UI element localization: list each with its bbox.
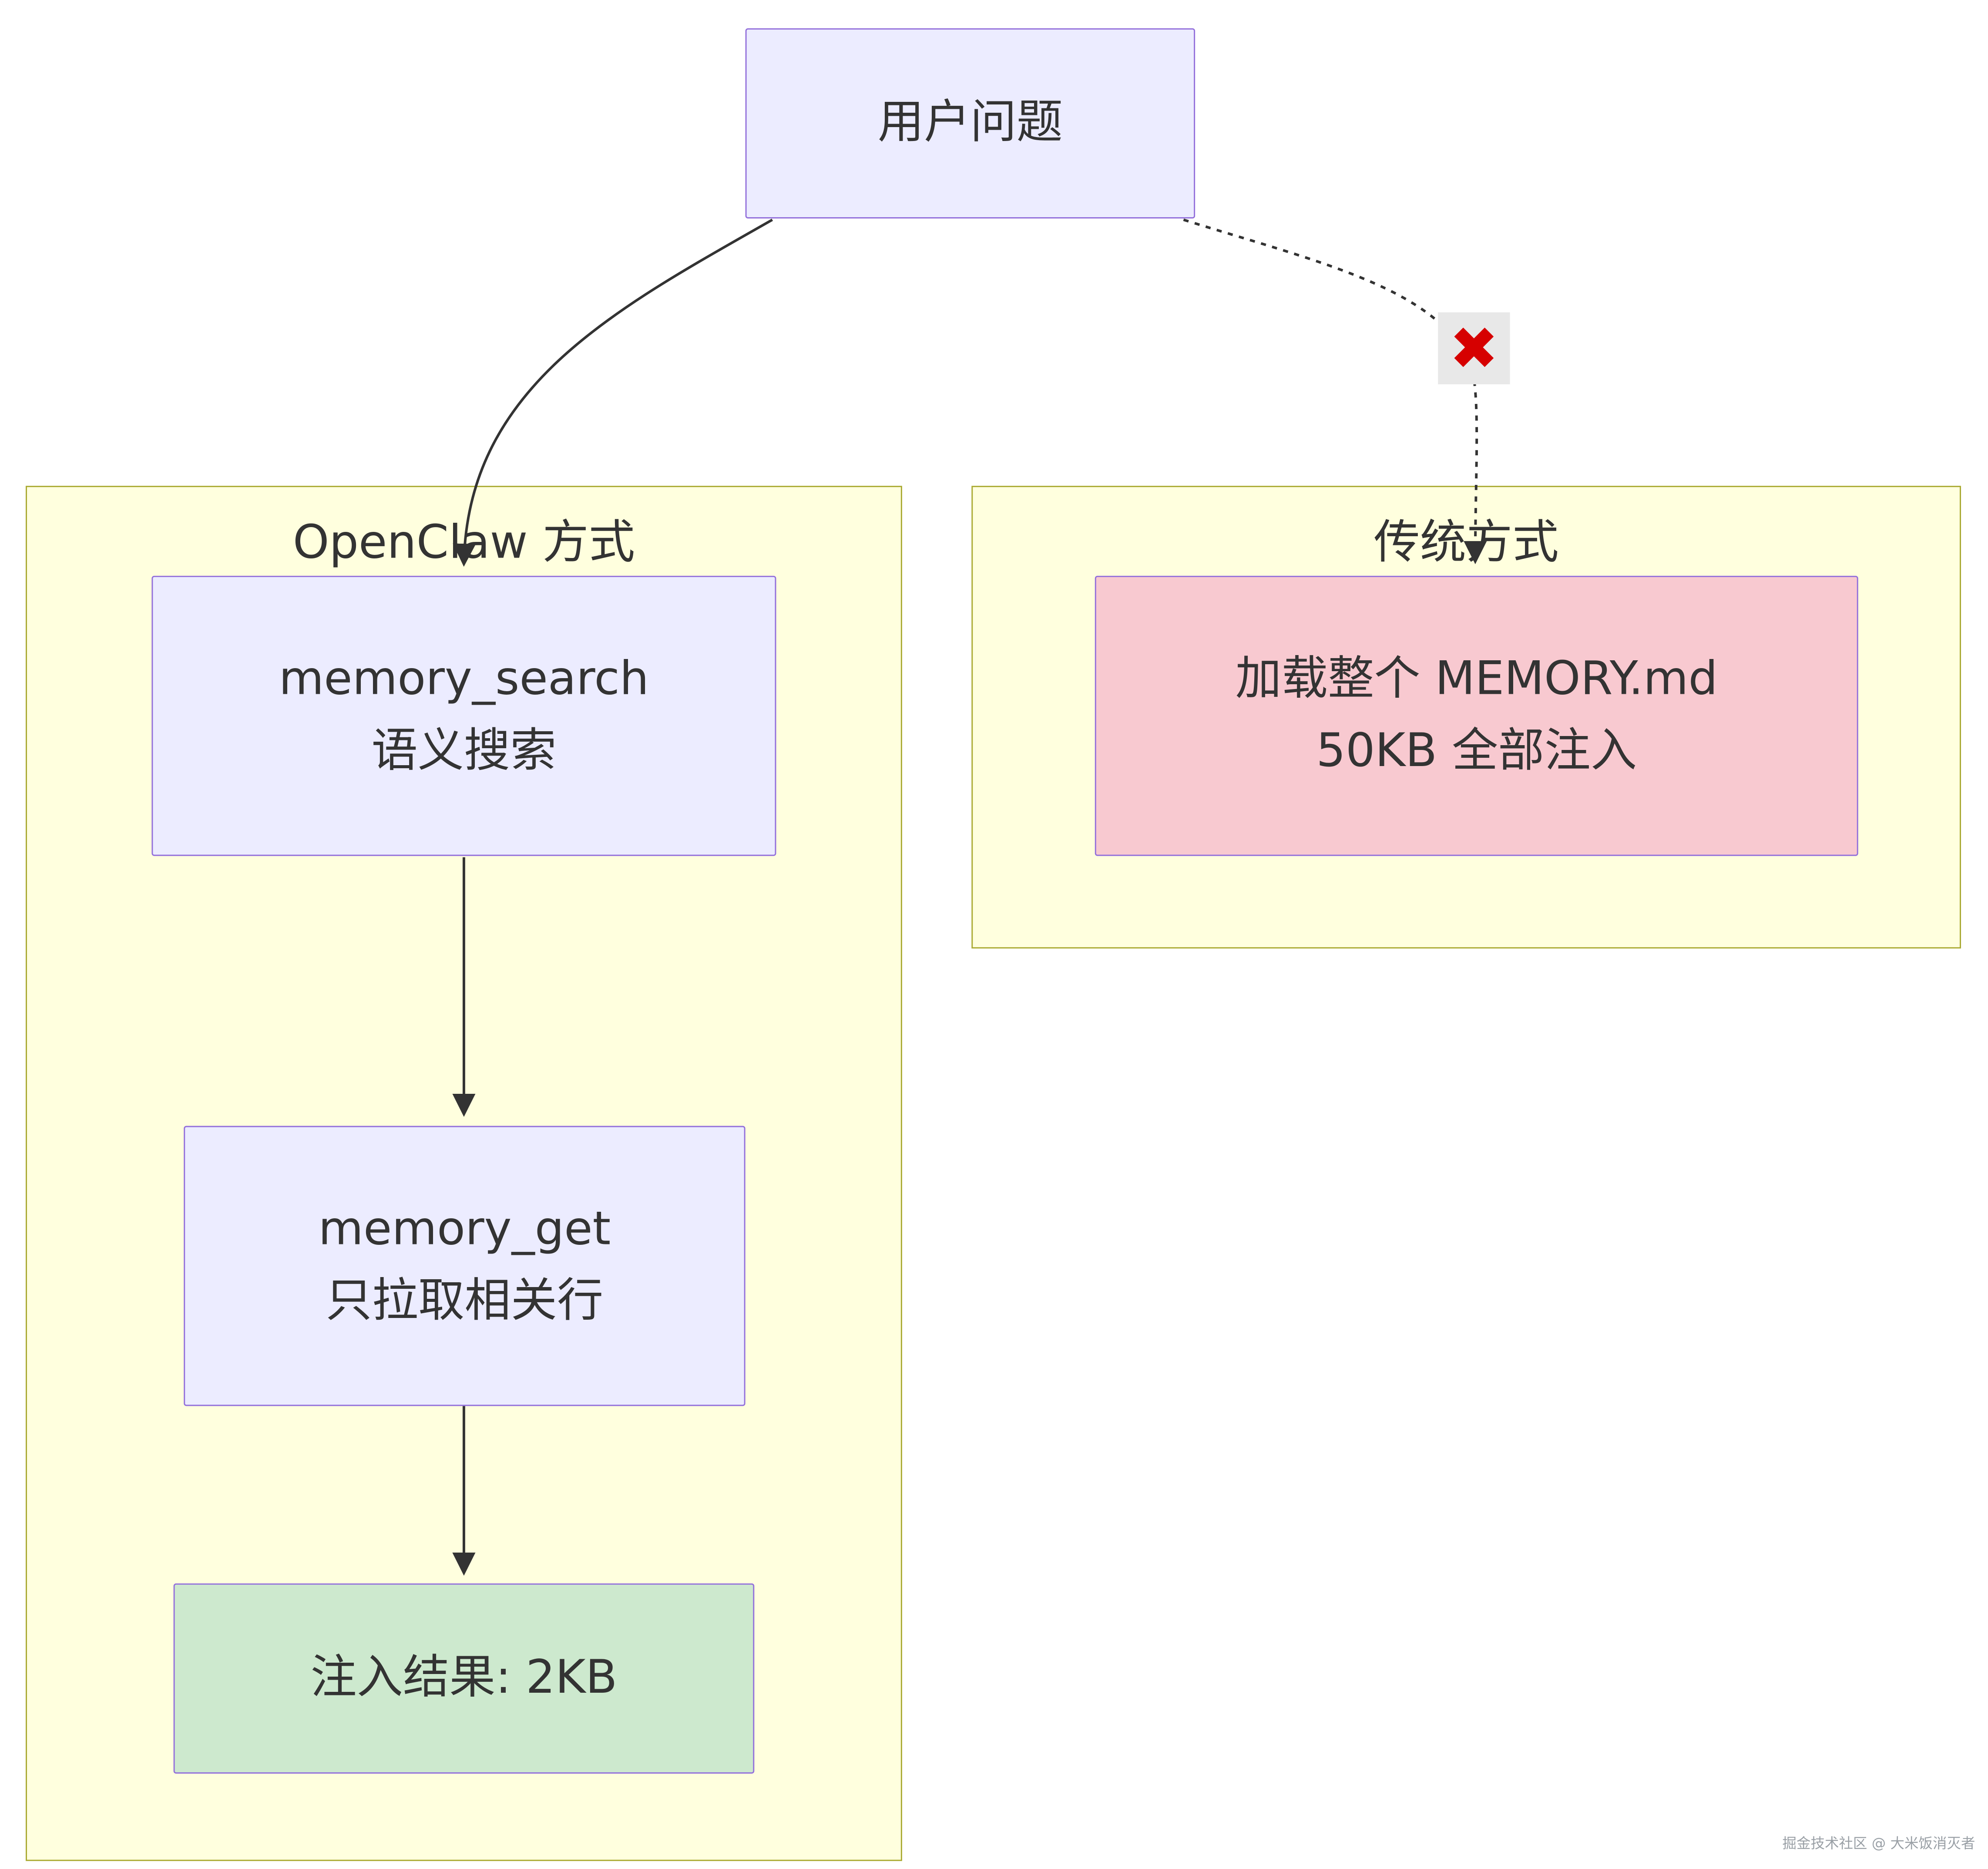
node-user-question: 用户问题 xyxy=(745,28,1195,218)
node-load-all-line1: 加载整个 MEMORY.md xyxy=(1235,653,1718,706)
edge-question-to-memory-search xyxy=(453,218,773,567)
node-load-all: 加载整个 MEMORY.md 50KB 全部注入 xyxy=(1095,575,1858,856)
node-inject-result-label: 注入结果: 2KB xyxy=(310,1651,618,1704)
node-memory-get: memory_get 只拉取相关行 xyxy=(184,1126,746,1406)
watermark: 掘金技术社区 @ 大米饭消灭者 xyxy=(1782,1835,1975,1852)
node-inject-result: 注入结果: 2KB xyxy=(173,1583,755,1774)
node-memory-search-line2: 语义搜索 xyxy=(371,725,557,778)
node-user-question-label: 用户问题 xyxy=(877,96,1063,149)
node-memory-search-line1: memory_search xyxy=(279,653,649,706)
rejected-cross-glyph: ✖ xyxy=(1449,313,1499,383)
node-memory-get-line2: 只拉取相关行 xyxy=(326,1275,604,1328)
node-memory-search: memory_search 语义搜索 xyxy=(151,575,776,856)
node-memory-get-line1: memory_get xyxy=(318,1203,611,1256)
node-load-all-line2: 50KB 全部注入 xyxy=(1316,725,1637,778)
edge-question-to-load-all xyxy=(1183,218,1487,565)
rejected-cross-icon: ✖ xyxy=(1438,312,1510,384)
